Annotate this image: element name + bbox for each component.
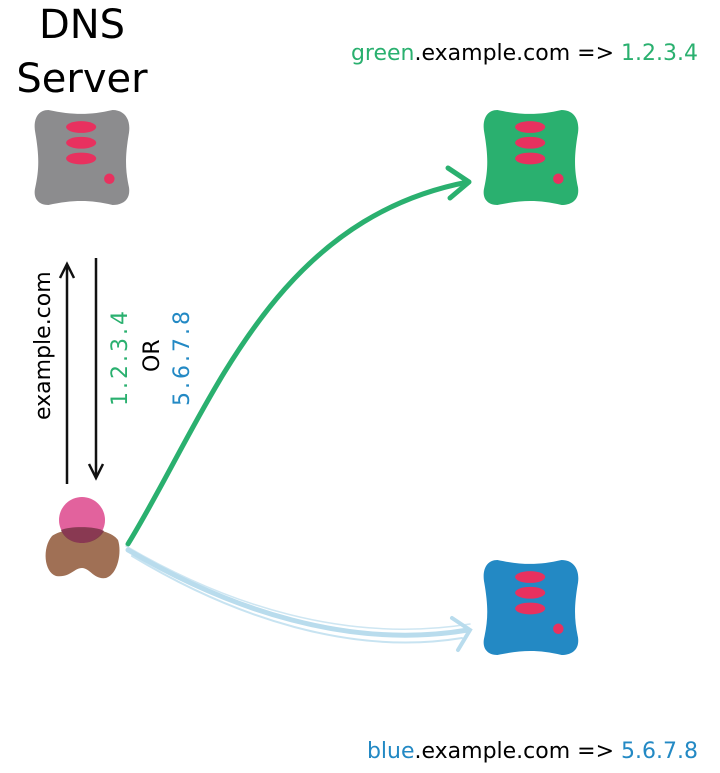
blue-server-dot (553, 623, 564, 635)
response-ip-blue: 5.6.7.8 (170, 308, 195, 406)
green-server-icon (483, 110, 579, 205)
blue-route-arrow (125, 545, 473, 652)
response-or: OR (140, 339, 165, 372)
dns-server-light-2 (66, 136, 97, 149)
blue-server-light-2 (515, 586, 546, 599)
green-server-light-1 (515, 121, 546, 133)
client-icon (45, 497, 120, 579)
client-overlap (61, 527, 104, 543)
blue-server-light-1 (515, 571, 546, 583)
green-server-light-3 (515, 152, 546, 165)
green-host-ip: 1.2.3.4 (621, 41, 698, 66)
blue-server-light-3 (515, 602, 546, 615)
blue-host-ip: 5.6.7.8 (621, 739, 698, 764)
query-label: example.com (31, 271, 56, 420)
dns-server-light-1 (66, 121, 97, 133)
blue-host-label: blue.example.com => 5.6.7.8 (367, 739, 698, 765)
dns-title-line2: Server (16, 56, 148, 102)
query-arrow (58, 261, 76, 484)
green-host-domain: .example.com => (414, 41, 622, 66)
dns-server-light-3 (66, 152, 97, 165)
response-ip-green: 1.2.3.4 (108, 308, 133, 406)
green-server-light-2 (515, 136, 546, 149)
blue-host-name: blue (366, 739, 415, 764)
dns-server-icon (34, 110, 130, 205)
blue-server-icon (483, 560, 579, 655)
green-host-name: green (350, 41, 415, 66)
dns-title-line1: DNS (38, 2, 126, 48)
dns-server-dot (104, 173, 115, 185)
client-body (45, 528, 120, 579)
green-host-label: green.example.com => 1.2.3.4 (351, 41, 698, 67)
green-server-dot (553, 173, 564, 185)
response-arrow (87, 258, 105, 481)
green-route-arrow (125, 165, 472, 547)
blue-host-domain: .example.com => (414, 739, 622, 764)
